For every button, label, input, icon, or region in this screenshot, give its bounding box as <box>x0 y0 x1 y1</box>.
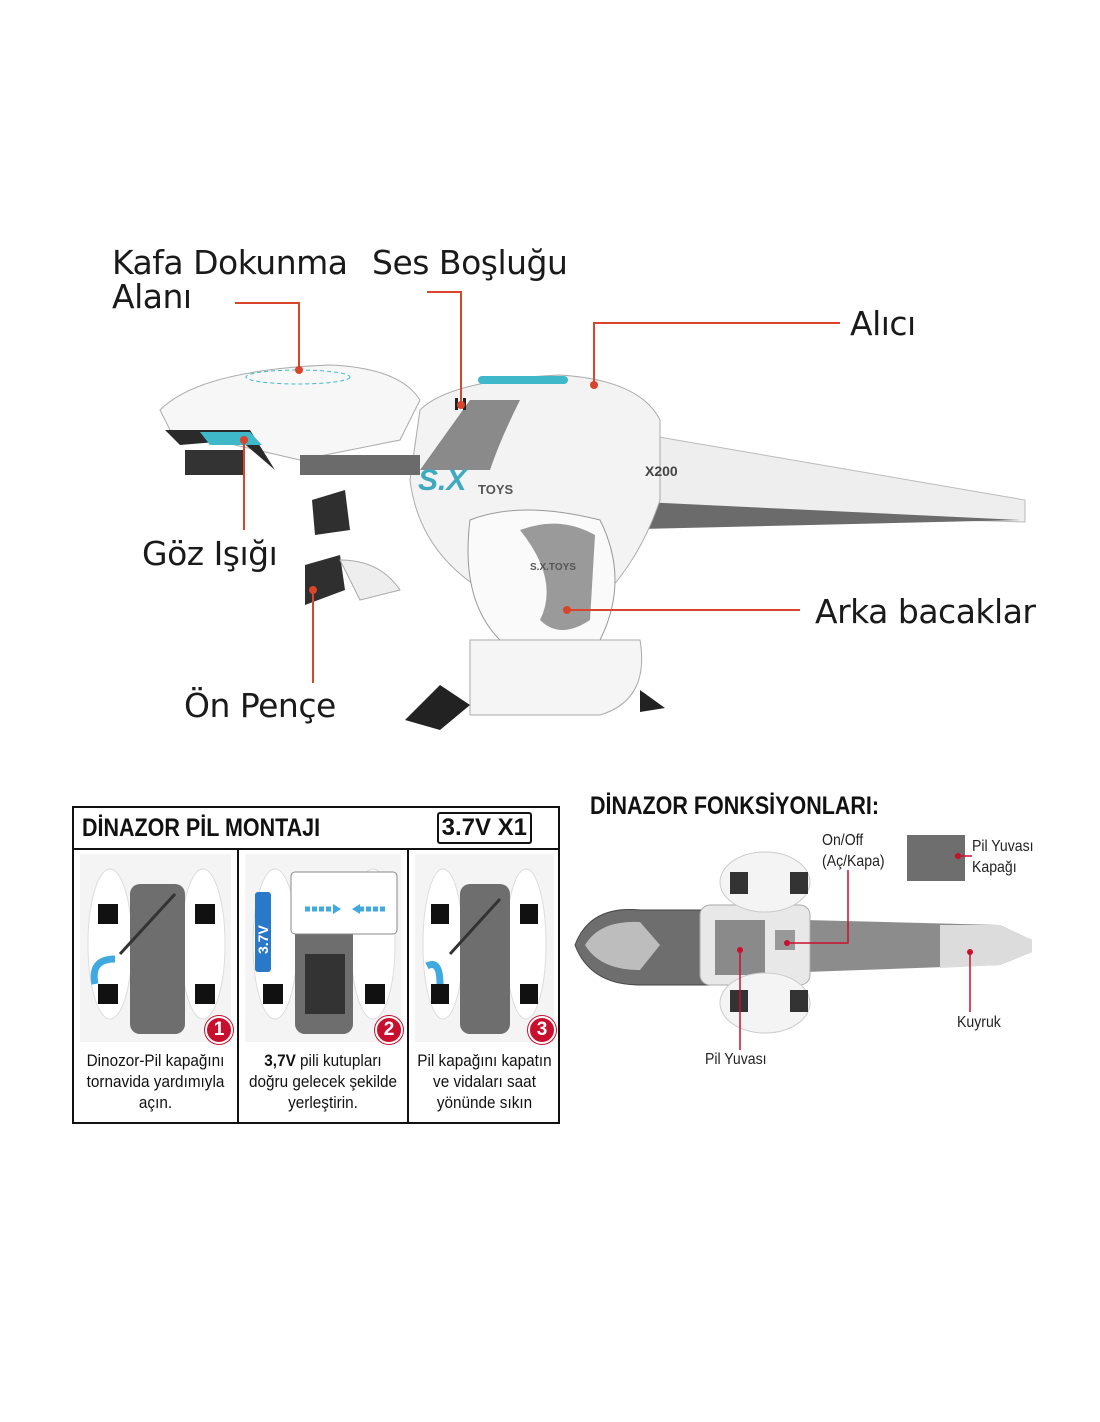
step-2-badge: 2 <box>375 1016 403 1044</box>
label-battery-cover-line2: Kapağı <box>972 859 1017 876</box>
rotate-arrow-icon <box>425 961 444 985</box>
label-battery-slot: Pil Yuvası <box>705 1051 767 1068</box>
label-on-off: On/Off (Aç/Kapa) <box>822 830 885 872</box>
step-2-image: 3.7V <box>245 854 401 1042</box>
callout-rear-legs: Arka bacaklar <box>815 592 1036 631</box>
battery-cover-image <box>907 835 965 881</box>
battery-panel-header: DİNAZOR PİL MONTAJI 3.7V X1 <box>74 808 558 850</box>
brand-logo: S.X <box>418 464 468 497</box>
label-battery-cover: Pil Yuvası Kapağı <box>972 836 1034 878</box>
callout-front-claw: Ön Pençe <box>184 686 336 725</box>
battery-label: 3.7V <box>255 925 271 954</box>
brand-logo-sub: TOYS <box>478 482 513 497</box>
label-tail: Kuyruk <box>957 1014 1001 1031</box>
step-3-text: Pil kapağını kapatın ve vidaları saat yö… <box>417 1051 552 1112</box>
battery-installation-panel: DİNAZOR PİL MONTAJI 3.7V X1 1 Dinozor-Pi… <box>72 806 560 1124</box>
callout-eye-light: Göz Işığı <box>142 534 278 573</box>
battery-icon <box>255 892 271 972</box>
step-3-image <box>415 854 554 1042</box>
battery-step-3: 3 Pil kapağını kapatın ve vidaları saat … <box>409 848 560 1124</box>
rotate-arrow-icon <box>90 955 116 985</box>
callout-sound-hole: Ses Boşluğu <box>372 243 568 282</box>
callout-head-touch-line1: Kafa Dokunma <box>112 243 348 282</box>
battery-panel-title: DİNAZOR PİL MONTAJI <box>82 814 321 842</box>
step-2-text-body: pili kutupları doğru gelecek şekilde yer… <box>248 1051 397 1112</box>
dinosaur-illustration: S.X TOYS X200 S.X.TOYS <box>159 291 1026 730</box>
model-badge: X200 <box>645 463 678 479</box>
callout-head-touch: Kafa Dokunma Alanı <box>112 246 348 314</box>
step-1-text: Dinozor-Pil kapağını tornavida yardımıyl… <box>86 1051 225 1112</box>
head-touch-area <box>245 369 351 385</box>
callout-receiver: Alıcı <box>850 304 916 343</box>
battery-step-1: 1 Dinozor-Pil kapağını tornavida yardımı… <box>74 848 239 1124</box>
label-on-off-line1: On/Off <box>822 832 864 849</box>
functions-title: DİNAZOR FONKSİYONLARI: <box>590 792 880 820</box>
step-2-text: 3,7V pili kutupları doğru gelecek şekild… <box>247 1050 398 1113</box>
step-1-badge: 1 <box>205 1016 233 1044</box>
side-badge: S.X.TOYS <box>530 562 576 573</box>
label-on-off-line2: (Aç/Kapa) <box>822 853 885 870</box>
battery-spec-badge: 3.7V X1 <box>436 812 532 844</box>
receiver-light <box>478 376 568 384</box>
callout-head-touch-line2: Alanı <box>112 277 192 316</box>
step-3-badge: 3 <box>528 1016 556 1044</box>
step-1-image <box>80 854 231 1042</box>
battery-step-2: 3.7V 2 3,7V pili kutupları doğru gelecek… <box>239 848 409 1124</box>
step-2-text-bold: 3,7V <box>264 1051 296 1070</box>
label-battery-cover-line1: Pil Yuvası <box>972 838 1034 855</box>
leader-lines <box>235 291 840 683</box>
